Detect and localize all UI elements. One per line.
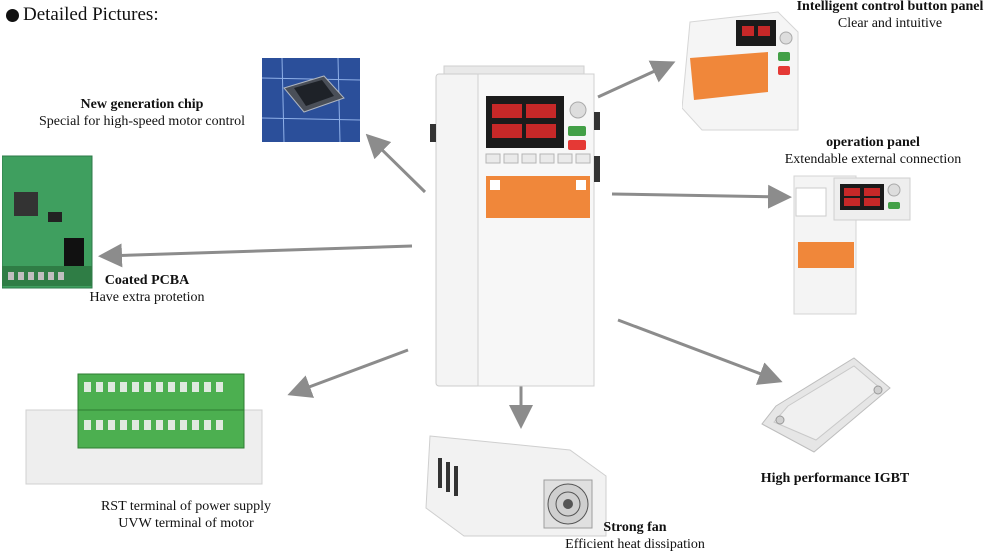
panel-title: Intelligent control button panel — [796, 0, 984, 14]
inverter-image — [430, 65, 600, 387]
terminal-line1: RST terminal of power supply — [100, 499, 272, 514]
arrow-to-pcba — [98, 243, 413, 268]
panel-caption: Intelligent control button panel Clear a… — [780, 0, 1000, 32]
fan-caption: Strong fan Efficient heat dissipation — [540, 519, 730, 553]
operation-subtitle: Extendable external connection — [784, 152, 962, 167]
operation-caption: operation panel Extendable external conn… — [764, 134, 982, 168]
chip-subtitle: Special for high-speed motor control — [38, 114, 246, 129]
pcba-caption: Coated PCBA Have extra protetion — [72, 272, 222, 306]
arrow-to-terminal — [287, 348, 409, 398]
control-panel-image — [682, 11, 799, 131]
fan-image — [425, 435, 607, 537]
bullet-icon — [6, 8, 19, 22]
operation-panel-image — [793, 175, 911, 315]
fan-subtitle: Efficient heat dissipation — [565, 537, 705, 552]
igbt-caption: High performance IGBT — [740, 470, 930, 487]
arrow-to-igbt — [617, 318, 783, 385]
pcba-image — [2, 155, 93, 289]
terminal-image — [25, 373, 263, 485]
pcba-subtitle: Have extra protetion — [89, 290, 205, 305]
arrow-to-operation — [611, 184, 792, 209]
heading: Detailed Pictures: — [6, 4, 159, 26]
arrow-to-panel — [597, 60, 676, 99]
chip-caption: New generation chip Special for high-spe… — [12, 96, 272, 130]
heading-text: Detailed Pictures: — [23, 4, 159, 25]
panel-subtitle: Clear and intuitive — [837, 16, 943, 31]
arrow-to-chip — [365, 133, 427, 194]
chip-image — [262, 58, 360, 142]
pcba-title: Coated PCBA — [104, 273, 190, 288]
igbt-image — [761, 357, 891, 453]
terminal-line2: UVW terminal of motor — [118, 516, 254, 531]
igbt-title: High performance IGBT — [760, 471, 910, 486]
terminal-caption: RST terminal of power supply UVW termina… — [76, 498, 296, 532]
fan-title: Strong fan — [603, 520, 667, 535]
chip-title: New generation chip — [80, 97, 204, 112]
operation-title: operation panel — [826, 135, 920, 150]
